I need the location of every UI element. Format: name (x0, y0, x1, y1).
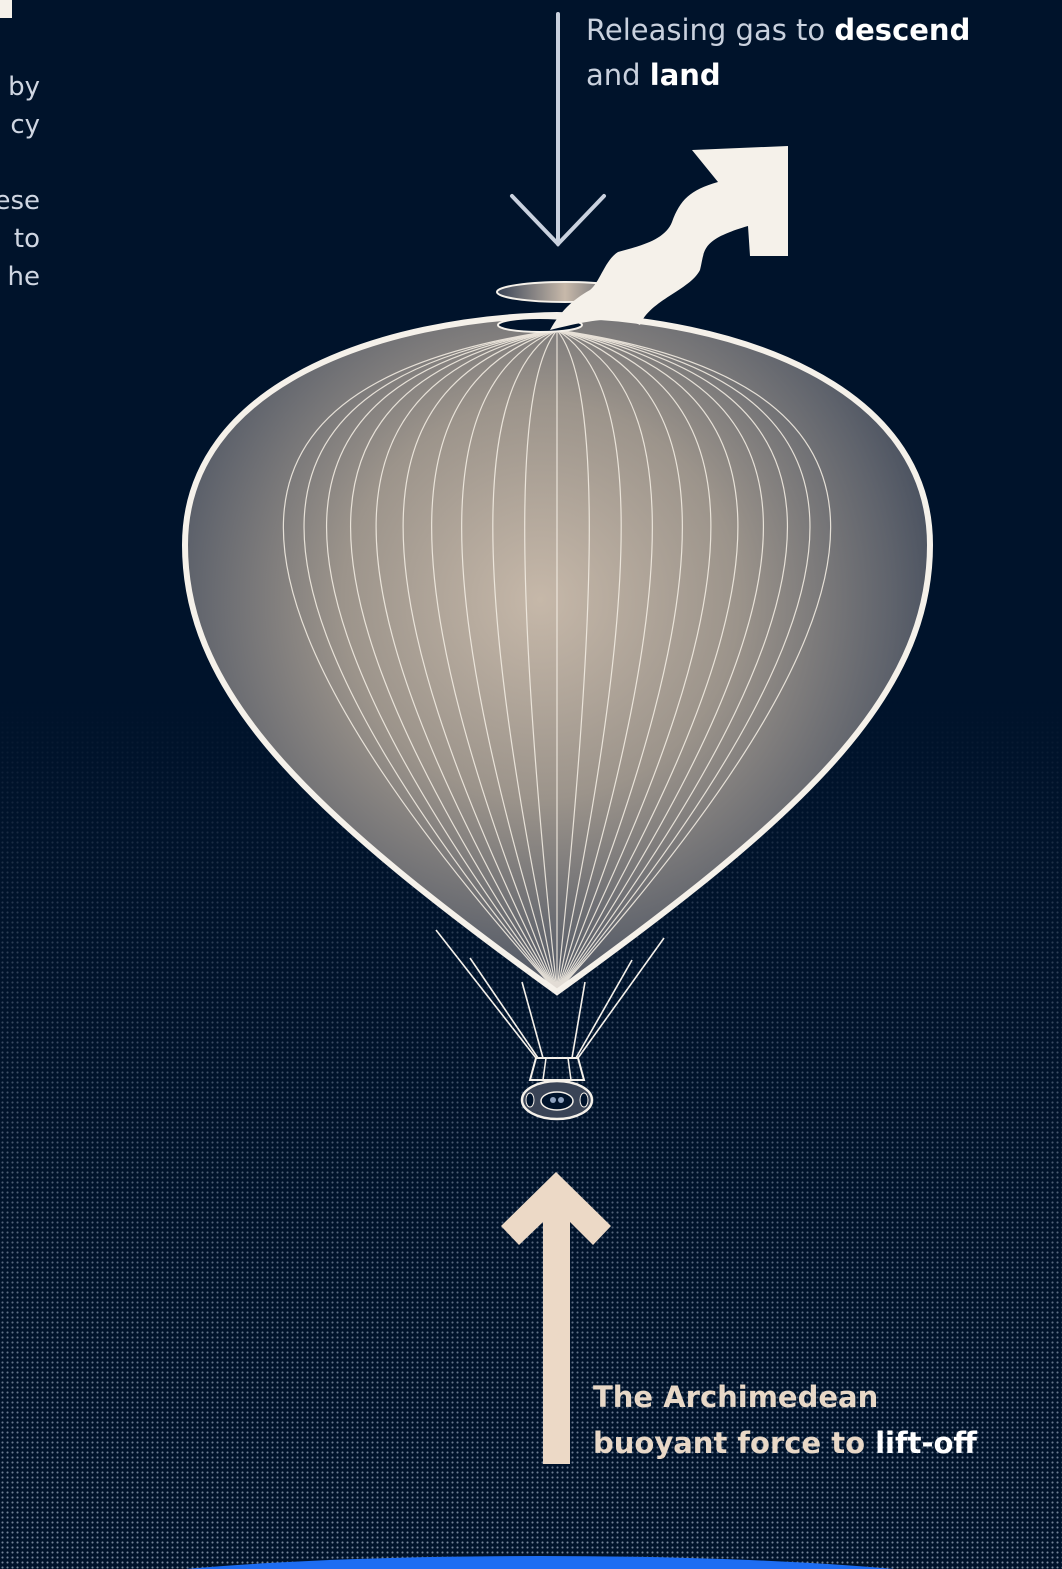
caption-emphasis: descend (834, 13, 970, 47)
caption-emphasis: land (650, 58, 721, 92)
gas-release-arrow-icon (550, 146, 788, 330)
buoyancy-caption: The Archimedean buoyant force to lift-of… (593, 1374, 1053, 1466)
gas-release-caption: Releasing gas to descend and land (586, 8, 1056, 98)
caption-text: Releasing gas to (586, 13, 825, 47)
caption-text: and (586, 58, 641, 92)
caption-emphasis: lift-off (875, 1426, 977, 1460)
balloon-envelope (185, 315, 930, 992)
caption-text: buoyant force to (593, 1426, 865, 1460)
caption-text: The Archimedean (593, 1380, 878, 1414)
gondola (522, 1058, 592, 1119)
